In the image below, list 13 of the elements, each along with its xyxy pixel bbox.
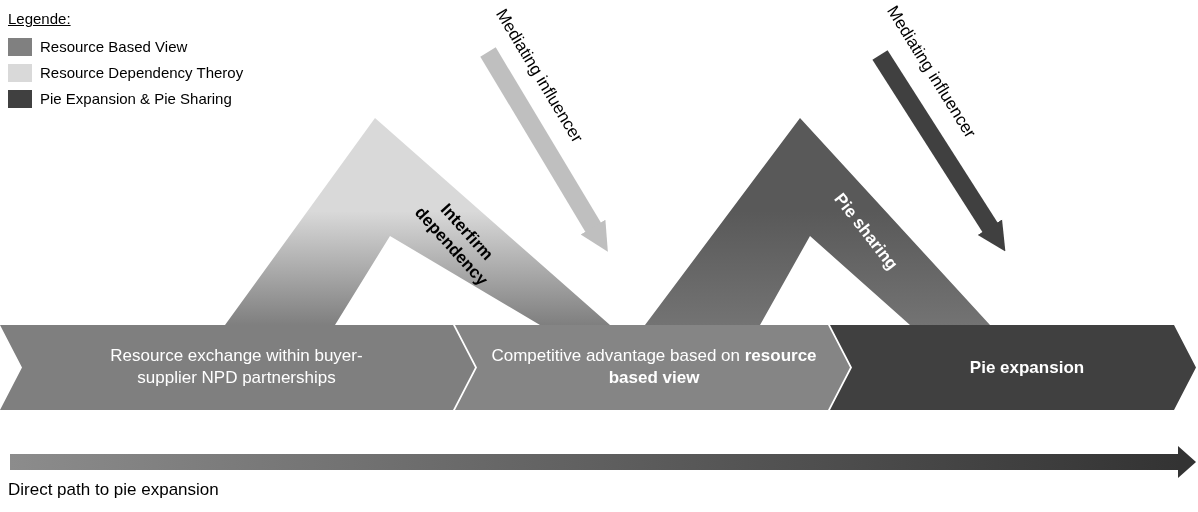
path-caption: Direct path to pie expansion: [8, 480, 219, 500]
legend-title: Legende:: [8, 10, 71, 27]
legend-text: Resource Dependency Theroy: [40, 64, 244, 82]
legend-text: Pie Expansion & Pie Sharing: [40, 90, 232, 108]
step-text: Competitive advantage based on resource based view: [490, 344, 818, 390]
arrow: [480, 47, 608, 252]
legend-text: Resource Based View: [40, 38, 188, 56]
process-step: [0, 325, 475, 410]
process-step: [830, 325, 1196, 410]
step-text: Pie expansion: [968, 356, 1086, 379]
process-step: [455, 325, 850, 410]
step-text: Resource exchange within buyer-supplier NPD partnerships: [109, 344, 364, 390]
arrow: [872, 50, 1006, 252]
